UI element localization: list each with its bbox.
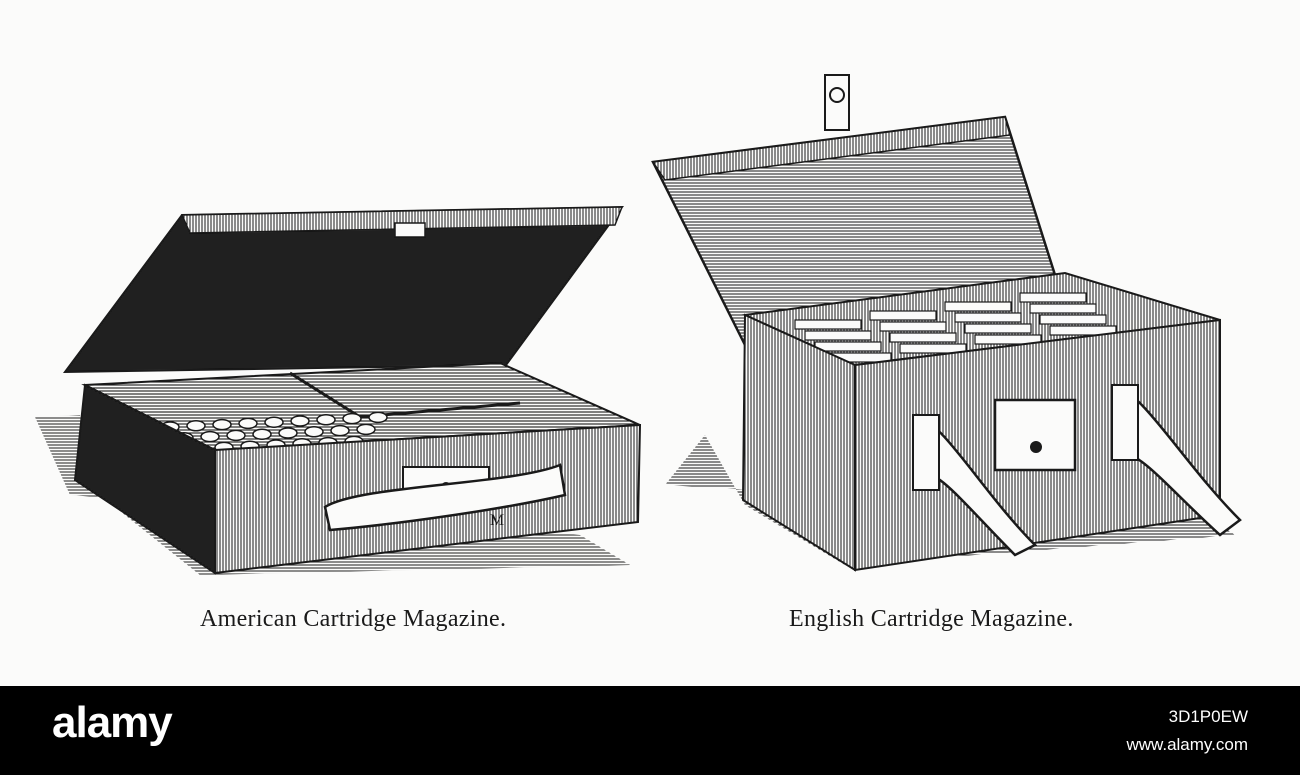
cartridge-packet <box>804 330 872 341</box>
alamy-logo: alamy <box>52 698 173 747</box>
cartridge-packet <box>1049 325 1117 336</box>
cartridge-end <box>356 423 376 436</box>
cartridge-end <box>186 420 206 432</box>
cartridge-packet <box>879 321 947 332</box>
caption-english-cartridge-magazine: English Cartridge Magazine. <box>789 606 1074 632</box>
cartridge-packet <box>814 341 882 352</box>
cartridge-packet <box>1039 314 1107 325</box>
cartridge-packet <box>869 310 937 321</box>
cartridge-packet <box>899 343 967 354</box>
cartridge-packet <box>974 334 1042 345</box>
american-cartridge-magazine-illustration: M <box>35 205 642 575</box>
cartridge-packet <box>944 301 1012 312</box>
cartridge-end <box>290 415 310 427</box>
cartridge-end <box>316 414 336 426</box>
cartridge-packet <box>954 312 1022 323</box>
image-id-label: 3D1P0EW <box>1168 707 1248 726</box>
cartridge-end <box>304 426 324 438</box>
cartridge-end <box>238 417 258 430</box>
cartridge-packet <box>794 319 862 330</box>
cartridge-end <box>368 411 388 424</box>
caption-american-cartridge-magazine: American Cartridge Magazine. <box>200 606 507 632</box>
cartridge-end <box>226 429 246 442</box>
cartridge-packet <box>889 332 957 343</box>
cartridge-end <box>278 427 298 439</box>
site-url-label: www.alamy.com <box>1126 735 1248 754</box>
cartridge-packet <box>964 323 1032 334</box>
cartridge-packet <box>1029 303 1097 314</box>
cartridge-end <box>264 416 284 428</box>
cartridge-end <box>200 430 220 443</box>
cartridge-packet <box>1019 292 1087 303</box>
cartridge-end <box>330 424 350 437</box>
cartridge-end <box>212 418 232 431</box>
cartridge-end <box>342 412 362 425</box>
english-cartridge-magazine-illustration <box>651 74 1242 572</box>
svg-text:M: M <box>490 512 504 529</box>
cartridge-end <box>252 428 272 440</box>
watermark-footer-bar <box>0 686 1300 775</box>
